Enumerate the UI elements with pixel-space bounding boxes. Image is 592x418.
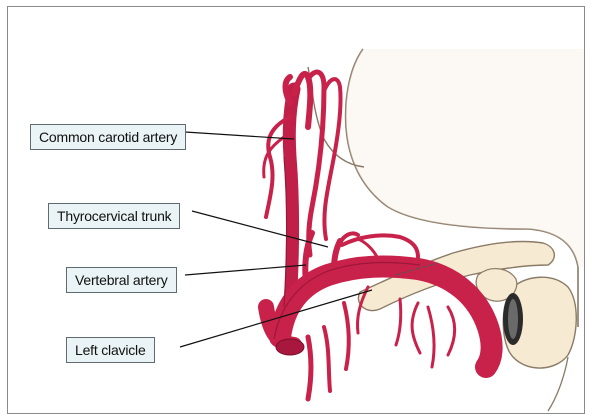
label-thyrocervical-trunk: Thyrocervical trunk	[48, 203, 180, 229]
label-common-carotid-artery: Common carotid artery	[30, 124, 186, 150]
diagram-frame: Common carotid artery Thyrocervical trun…	[7, 6, 585, 414]
leader-common-carotid	[185, 132, 294, 139]
label-left-clavicle: Left clavicle	[66, 337, 155, 363]
label-vertebral-artery: Vertebral artery	[66, 267, 177, 293]
vessel-cut-end	[276, 339, 304, 355]
